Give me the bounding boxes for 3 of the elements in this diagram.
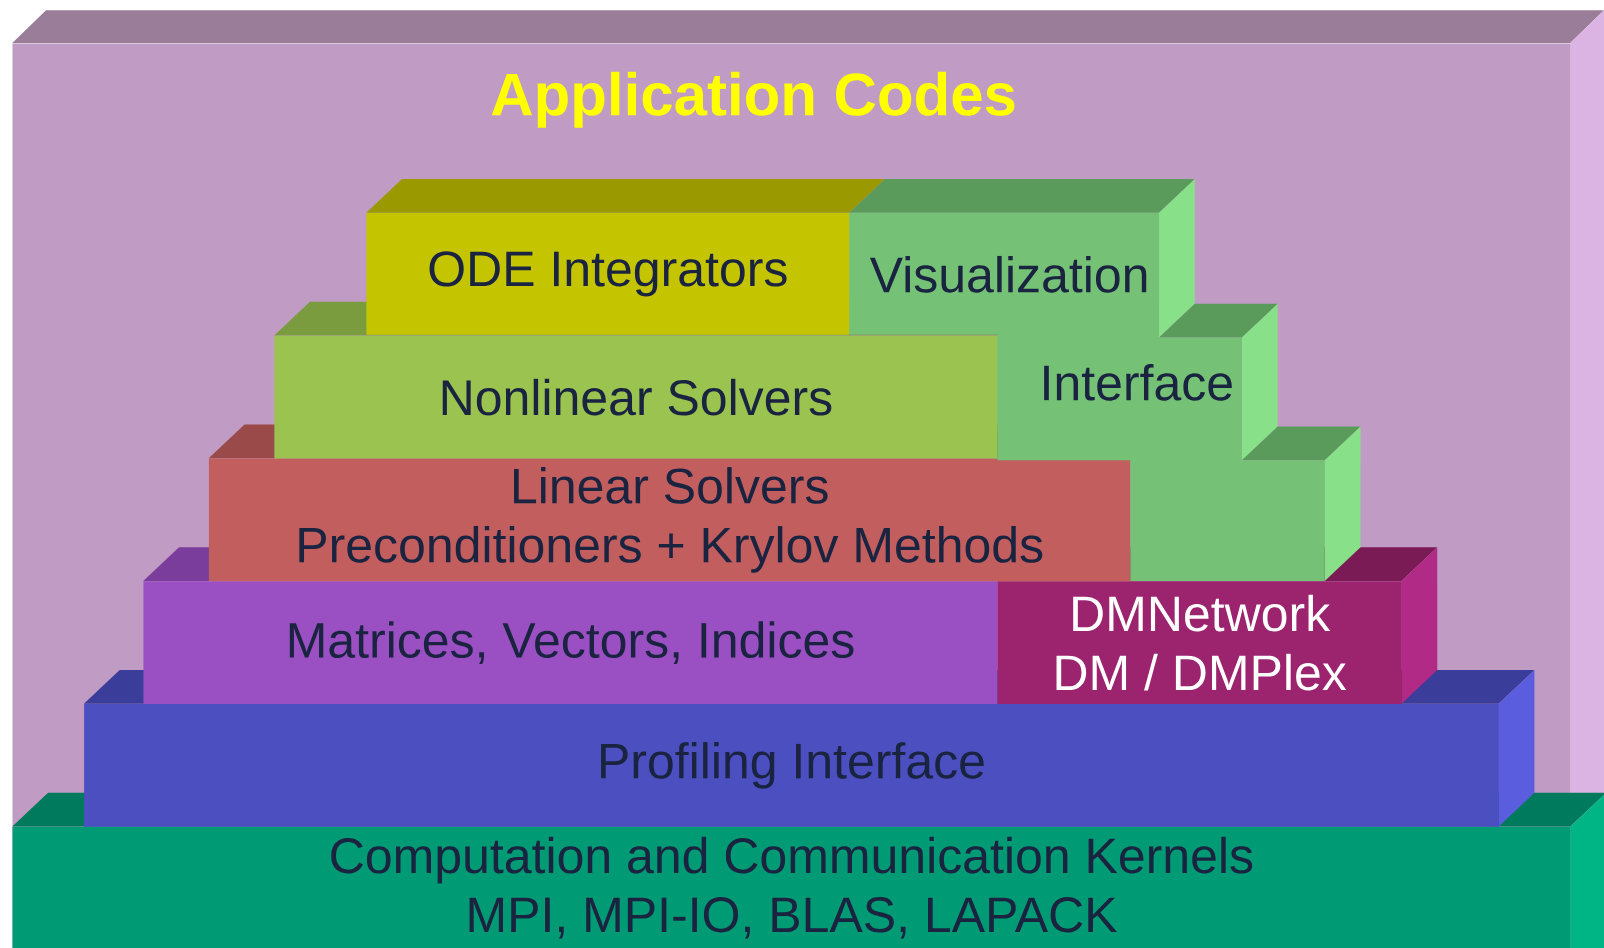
layer-block: Computation and Communication Kernels MPI, MPI-IO, BLAS, LAPACK — [12, 792, 1604, 948]
layer-block: Nonlinear Solvers — [274, 301, 1034, 459]
layer-block: Linear Solvers Preconditioners + Krylov Methods — [208, 424, 1167, 582]
